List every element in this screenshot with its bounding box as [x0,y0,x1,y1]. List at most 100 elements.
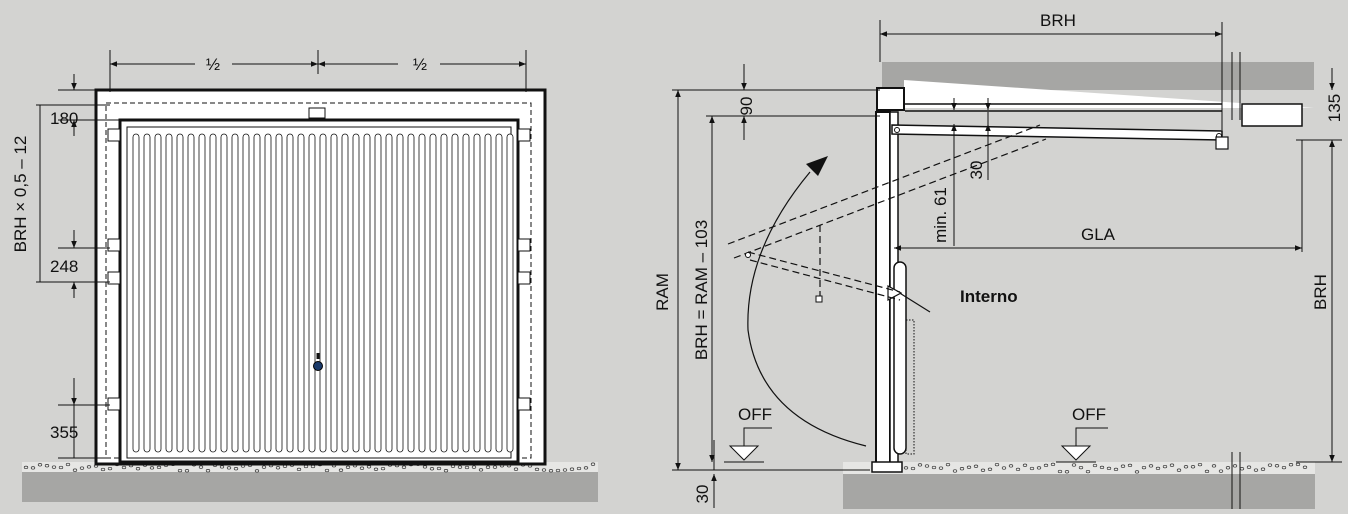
door-rib [253,133,261,453]
gravel-dot [205,469,211,473]
gravel-dot [959,467,965,471]
gravel-dot [338,468,344,472]
gravel-dot [492,465,498,469]
min-61-label: min. 61 [931,187,950,243]
gravel-dot [107,466,113,471]
gravel-dot [555,468,561,473]
dim-90: 90 [737,97,756,116]
gravel-dot [1162,464,1168,469]
gravel-dot [1078,465,1084,470]
gravel-dot [1211,464,1217,468]
gravel-dot [548,469,554,473]
door-rib [165,133,173,453]
gravel-dot [261,465,267,469]
gravel-dot [86,465,92,469]
bottom-seal [871,461,903,473]
brh-ram-label: BRH = RAM – 103 [692,220,711,360]
gravel-dot [485,465,491,469]
gravel-dot [359,466,365,470]
gravel-dot [1106,466,1112,471]
gravel-dot [233,467,239,471]
door-rib [385,133,393,453]
door-rib [451,133,459,453]
door-rib [154,133,162,453]
door-rib [484,133,492,453]
gravel-dot [1197,462,1203,467]
gravel-dot [1183,465,1189,469]
gravel-dot [177,468,183,473]
gravel-dot [1169,463,1175,467]
off-right-label: OFF [1072,405,1106,424]
gravel-dot [79,466,85,470]
gravel-dot [1050,462,1056,467]
door-rib [242,133,250,453]
door-rib [341,133,349,453]
brh-right-label: BRH [1311,274,1330,310]
gravel-dot [945,462,951,467]
door-rib [473,133,481,453]
gravel-dot [30,466,36,470]
gravel-dot [324,468,330,473]
gravel-dot [1302,465,1308,469]
door-rib [308,133,316,453]
door-rib [352,133,360,453]
gravel-dot [471,465,477,469]
gravel-dot [184,469,190,473]
gravel-dot [1022,463,1028,467]
gravel-dot [1057,469,1063,474]
door-ribs [132,133,514,453]
gravel-dot [345,465,351,469]
off-right-triangle [1060,445,1092,461]
gravel-dot [135,467,141,471]
frame-top-bracket [876,87,905,111]
gravel-dot [1281,465,1287,470]
door-rib [220,133,228,453]
door-rib [264,133,272,453]
gravel-dot [1001,466,1007,470]
gravel-dot [917,463,923,467]
gravel-dot [562,468,568,472]
gla-label: GLA [1081,225,1116,244]
gravel-dot [1148,464,1154,468]
gravel-dot [938,466,944,470]
gravel-dot [513,467,519,471]
door-rib [506,133,514,453]
door-rib [462,133,470,453]
gravel-dot [1274,464,1280,468]
gravel-dot [973,464,979,468]
gravel-dot [198,465,204,469]
gravel-dot [1288,463,1294,467]
gravel-dot [1127,463,1133,468]
gravel-dot [576,466,582,471]
gravel-dot [72,468,78,472]
gravel-dot [1141,465,1147,470]
gravel-dot [457,465,463,469]
gravel-dot [65,462,71,467]
gravel-dot [1267,463,1273,467]
gravel-dot [1043,463,1049,468]
gravel-dot [994,462,1000,467]
door-rib [286,133,294,453]
gravel-dot [1064,470,1070,474]
dim-30-lower: 30 [693,485,712,504]
gravel-dot [380,466,386,471]
door-rib [143,133,151,453]
gravel-dot [1155,466,1161,471]
interno-label: Interno [960,287,1018,306]
front-view: ½ ½ 180 248 355 BRH × 0,5 – 12 [11,50,598,502]
gravel-dot [1253,468,1259,472]
gravel-dot [1204,469,1210,474]
door-rib [319,133,327,453]
gravel-dot [534,467,540,472]
door-rib [495,133,503,453]
gravel-dot [1092,463,1098,468]
gravel-dot [1134,470,1140,474]
gravel-dot [1246,465,1252,469]
door-rib [187,133,195,453]
gravel-dot [443,469,449,473]
door-handle-keyhole [316,353,320,359]
door-rib [396,133,404,453]
door-rib [374,133,382,453]
gravel-dot [23,465,29,470]
gravel-dot [37,463,43,467]
